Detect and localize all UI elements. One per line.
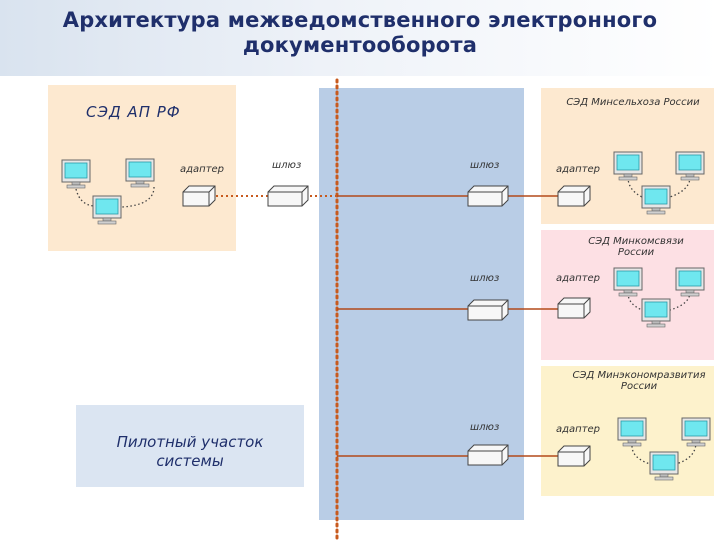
gateway-label-2: шлюз [470,273,500,284]
left-system-name: СЭД АП РФ [86,103,181,121]
adapter-icon [557,445,591,467]
ministry-name-2: СЭД Минкомсвязи России [588,236,684,258]
left-gateway-label: шлюз [272,160,302,171]
monitor-icon [125,158,155,188]
pilot-box [76,405,304,487]
monitor-icon [613,267,643,297]
monitor-icon [92,195,122,225]
monitor-icon [681,417,711,447]
ministry-name-3: СЭД Минэкономразвития России [572,370,706,392]
adapter-label-3: адаптер [556,424,601,435]
monitor-icon [649,451,679,481]
monitor-icon [675,267,705,297]
title-bar [0,0,720,76]
page-title: Архитектура межведомственного электронно… [62,8,658,57]
network-link-2 [627,291,691,311]
gateway-icon [267,185,309,207]
adapter-icon [182,185,216,207]
monitor-icon [617,417,647,447]
network-link-left [75,186,155,208]
monitor-icon [613,151,643,181]
left-adapter-label: адаптер [180,164,225,175]
ministry-name-1: СЭД Минсельхоза России [566,97,700,108]
gateway-label-3: шлюз [470,422,500,433]
adapter-icon [557,185,591,207]
gateway-label-1: шлюз [470,160,500,171]
gateway-icon [467,444,509,466]
monitor-icon [641,185,671,215]
network-link-1 [627,176,691,198]
adapter-label-1: адаптер [556,164,601,175]
gateway-icon [467,299,509,321]
gateway-icon [467,185,509,207]
pilot-label: Пилотный участок системы [116,433,264,470]
adapter-icon [557,297,591,319]
monitor-icon [641,298,671,328]
monitor-icon [675,151,705,181]
monitor-icon [61,159,91,189]
network-link-3 [631,441,697,465]
adapter-label-2: адаптер [556,273,601,284]
